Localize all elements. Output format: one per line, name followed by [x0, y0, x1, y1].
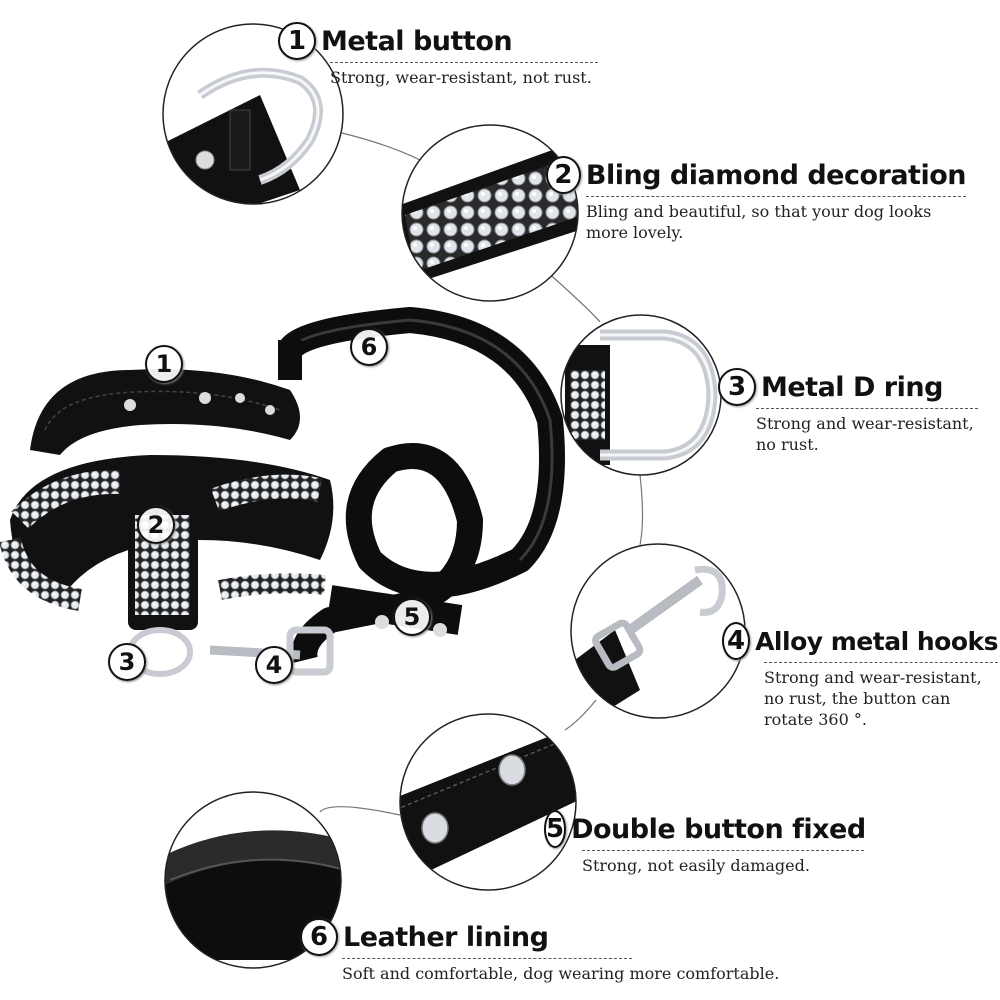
connector-lines — [319, 132, 644, 816]
callout-6: 6 — [350, 328, 388, 366]
feature-title: Bling diamond decoration — [585, 159, 967, 191]
callout-5: 5 — [393, 598, 431, 636]
feature-number: 3 — [718, 368, 756, 406]
feature-description: Strong, not easily damaged. — [582, 856, 810, 875]
callout-4: 4 — [255, 646, 293, 684]
feature-number: 1 — [278, 22, 316, 60]
feature-title: Double button fixed — [571, 813, 866, 845]
feature-number: 5 — [544, 810, 567, 848]
feature-title: Alloy metal hooks — [755, 626, 998, 656]
feature-number: 2 — [546, 156, 581, 194]
callout-3: 3 — [108, 643, 146, 681]
feature-description: Soft and comfortable, dog wearing more c… — [342, 964, 780, 983]
detail-circle-double-button — [399, 713, 577, 891]
feature-description: Strong and wear-resistant, no rust. — [756, 414, 974, 454]
feature-number: 4 — [722, 622, 751, 660]
detail-circle-metal-button — [162, 23, 344, 205]
feature-description: Bling and beautiful, so that your dog lo… — [586, 202, 932, 242]
feature-title: Metal button — [321, 25, 513, 57]
callout-2: 2 — [137, 506, 175, 544]
feature-title: Metal D ring — [761, 371, 943, 403]
detail-circle-hook — [570, 543, 746, 719]
feature-description: Strong and wear-resistant, no rust, the … — [764, 668, 982, 729]
feature-description: Strong, wear-resistant, not rust. — [330, 68, 592, 87]
feature-number: 6 — [300, 918, 338, 956]
feature-title: Leather lining — [343, 921, 549, 953]
detail-circle-d-ring — [560, 314, 722, 476]
callout-1: 1 — [145, 345, 183, 383]
